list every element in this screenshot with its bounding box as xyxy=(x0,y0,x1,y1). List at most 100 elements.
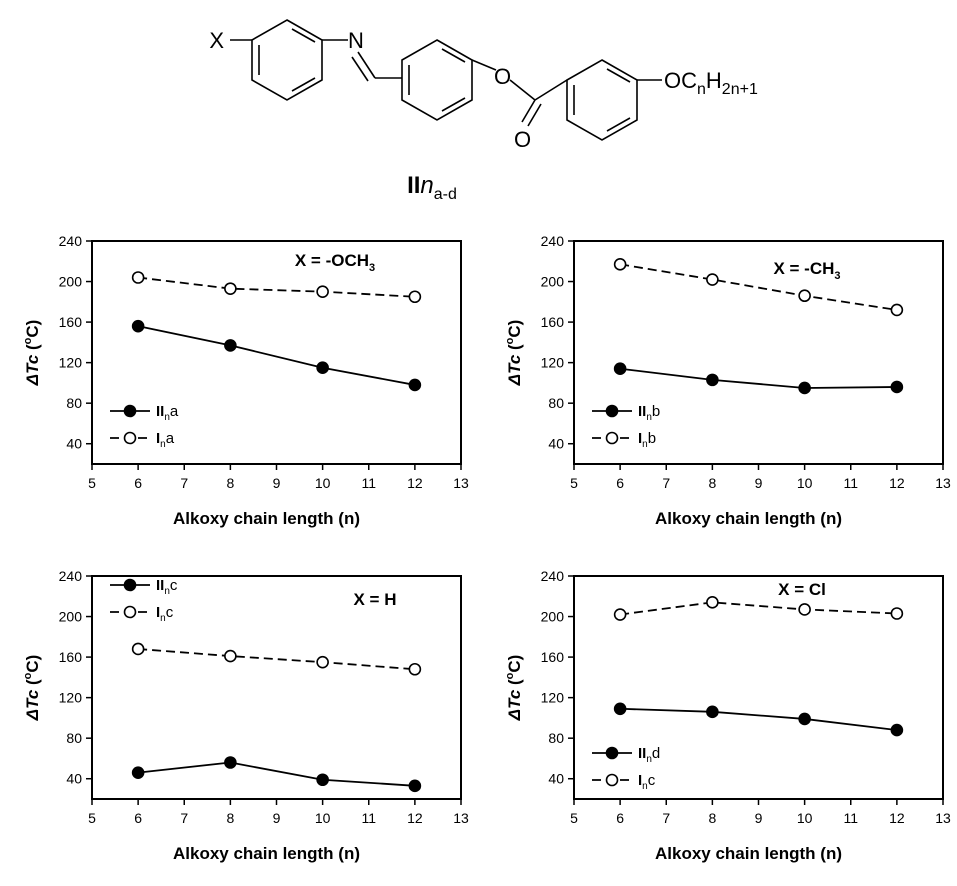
x-tick-label-ch3: 13 xyxy=(935,475,951,491)
x-tick-label-cl: 9 xyxy=(755,810,763,826)
y-tick-label-h: 80 xyxy=(66,730,82,746)
x-tick-label-och3: 5 xyxy=(88,475,96,491)
annotation-och3: X = -OCH3 xyxy=(295,251,375,274)
data-point-cl-1 xyxy=(613,608,627,621)
plot-frame-och3 xyxy=(91,240,462,465)
legend-label-cl-1: Inc xyxy=(638,772,656,792)
data-point-och3-0 xyxy=(224,339,237,352)
series-line-cl-1 xyxy=(620,601,897,616)
ester-o-label: O xyxy=(494,64,511,89)
legend-label-ch3-1: Inb xyxy=(638,430,656,450)
data-point-ch3-0 xyxy=(890,380,904,394)
y-tick-label-cl: 40 xyxy=(548,771,564,787)
legend-label-cl-0: IInd xyxy=(638,745,660,765)
data-point-ch3-0 xyxy=(613,362,627,376)
x-tick-label-h: 8 xyxy=(226,810,234,826)
legend-label-och3-0: IIna xyxy=(156,403,179,423)
x-tick-label-och3: 12 xyxy=(407,475,423,491)
substituent-x-label: X xyxy=(209,28,224,53)
legend-marker-ch3-0 xyxy=(605,404,619,418)
legend-marker-h-0 xyxy=(123,578,137,592)
data-point-och3-1 xyxy=(408,290,422,304)
x-tick-label-cl: 7 xyxy=(662,810,670,826)
y-tick-label-ch3: 120 xyxy=(541,355,565,371)
data-point-ch3-1 xyxy=(613,258,627,271)
x-tick-label-ch3: 12 xyxy=(889,475,905,491)
x-axis-label-cl: Alkoxy chain length (n) xyxy=(655,844,842,863)
y-tick-label-cl: 160 xyxy=(541,649,565,665)
data-point-och3-0 xyxy=(316,361,329,375)
y-tick-label-ch3: 40 xyxy=(548,436,564,452)
x-tick-label-cl: 13 xyxy=(935,810,951,826)
chemical-structure: X N O O OCnH2n+1 IIna-d xyxy=(209,19,758,203)
x-tick-label-h: 7 xyxy=(180,810,188,826)
x-tick-label-h: 13 xyxy=(453,810,469,826)
data-point-h-0 xyxy=(408,779,422,793)
y-tick-label-och3: 240 xyxy=(59,233,83,249)
series-line-h-0 xyxy=(138,761,415,787)
y-tick-label-cl: 200 xyxy=(541,609,565,625)
series-line-h-1 xyxy=(138,648,415,671)
x-tick-label-h: 10 xyxy=(315,810,331,826)
data-point-cl-0 xyxy=(706,705,719,719)
alkoxy-label: OCnH2n+1 xyxy=(664,68,758,98)
y-tick-label-h: 240 xyxy=(59,568,83,584)
data-point-ch3-1 xyxy=(798,289,811,303)
data-point-ch3-1 xyxy=(890,303,904,317)
y-axis-label-h: ΔTc (oC) xyxy=(22,655,42,722)
x-tick-label-ch3: 8 xyxy=(708,475,716,491)
x-tick-label-h: 5 xyxy=(88,810,96,826)
data-point-och3-0 xyxy=(131,319,145,333)
x-axis-label-h: Alkoxy chain length (n) xyxy=(173,844,360,863)
legend-marker-och3-1 xyxy=(123,431,137,445)
data-point-h-1 xyxy=(408,662,422,676)
legend-marker-ch3-1 xyxy=(605,431,619,445)
x-tick-label-ch3: 7 xyxy=(662,475,670,491)
plot-frame-ch3 xyxy=(573,240,944,465)
data-point-cl-0 xyxy=(613,702,627,716)
y-tick-label-ch3: 80 xyxy=(548,395,564,411)
x-tick-label-h: 9 xyxy=(273,810,281,826)
x-axis-label-ch3: Alkoxy chain length (n) xyxy=(655,509,842,528)
y-tick-label-ch3: 200 xyxy=(541,274,565,290)
data-point-h-1 xyxy=(131,642,145,656)
legend-marker-h-1 xyxy=(123,605,137,619)
x-tick-label-cl: 6 xyxy=(616,810,624,826)
x-tick-label-och3: 8 xyxy=(226,475,234,491)
y-tick-label-cl: 80 xyxy=(548,730,564,746)
data-point-h-0 xyxy=(316,773,329,787)
data-point-ch3-1 xyxy=(706,273,719,286)
legend-label-ch3-0: IInb xyxy=(638,403,660,423)
x-tick-label-cl: 5 xyxy=(570,810,578,826)
data-point-h-0 xyxy=(224,756,237,769)
y-tick-label-h: 160 xyxy=(59,649,83,665)
x-tick-label-ch3: 9 xyxy=(755,475,763,491)
x-axis-label-och3: Alkoxy chain length (n) xyxy=(173,509,360,528)
y-axis-label-cl: ΔTc (oC) xyxy=(504,655,524,722)
x-tick-label-ch3: 10 xyxy=(797,475,813,491)
legend-marker-cl-1 xyxy=(605,773,619,787)
x-tick-label-h: 6 xyxy=(134,810,142,826)
x-tick-label-cl: 12 xyxy=(889,810,905,826)
y-tick-label-h: 40 xyxy=(66,771,82,787)
plot-frame-cl xyxy=(573,575,944,800)
series-line-ch3-1 xyxy=(619,263,898,311)
series-line-ch3-0 xyxy=(620,367,897,389)
data-point-cl-0 xyxy=(890,723,904,737)
x-tick-label-och3: 11 xyxy=(361,475,376,491)
x-tick-label-och3: 10 xyxy=(315,475,331,491)
data-point-ch3-0 xyxy=(706,373,719,387)
y-tick-label-cl: 120 xyxy=(541,690,565,706)
carbonyl-o-label: O xyxy=(514,127,531,152)
series-line-och3-0 xyxy=(137,325,416,386)
y-tick-label-ch3: 160 xyxy=(541,314,565,330)
data-point-och3-0 xyxy=(408,378,422,392)
